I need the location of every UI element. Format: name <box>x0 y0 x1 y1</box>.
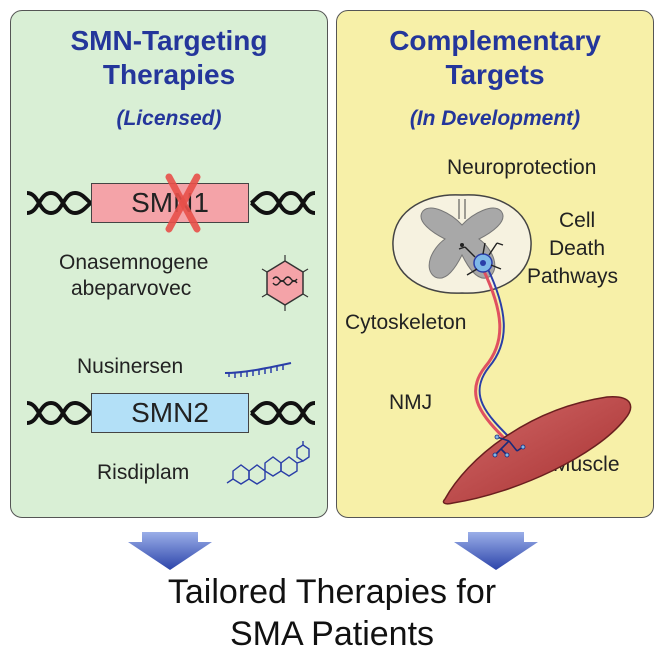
risdiplam-label: Risdiplam <box>97 461 190 484</box>
left-title-line2: Therapies <box>102 59 236 90</box>
neuron-soma <box>458 242 504 276</box>
onasemnogene-label-line1: Onasemnogene <box>59 251 209 274</box>
down-arrow-right-icon <box>454 532 538 570</box>
nusinersen-label: Nusinersen <box>77 355 184 378</box>
onasemnogene-label-line2: abeparvovec <box>71 277 192 300</box>
antisense-oligo-icon <box>224 362 292 378</box>
left-subtitle: (Licensed) <box>116 107 222 130</box>
down-arrow-left-icon <box>128 532 212 570</box>
dna-helix-right-1-icon <box>249 190 316 216</box>
small-molecule-structure-icon <box>226 441 310 485</box>
smn2-gene-box: SMN2 <box>91 393 249 433</box>
dna-helix-left-1-icon <box>26 190 93 216</box>
smn1-gene-box: SMN1 <box>91 183 249 223</box>
left-title-line1: SMN-Targeting <box>70 25 268 56</box>
cell-death-label-line3: Pathways <box>527 265 619 288</box>
cytoskeleton-label: Cytoskeleton <box>345 311 467 334</box>
cross-mark-icon <box>165 173 201 233</box>
dna-helix-right-2-icon <box>249 400 316 426</box>
smn-targeting-panel: SMN-Targeting Therapies (Licensed) SMN1 … <box>10 10 328 518</box>
neuroprotection-label: Neuroprotection <box>447 156 597 179</box>
aav-capsid-icon <box>261 255 309 311</box>
right-subtitle: (In Development) <box>409 107 581 130</box>
nmj-label: NMJ <box>389 391 433 414</box>
footer-line2: SMA Patients <box>229 615 435 653</box>
right-title-line1: Complementary <box>389 25 601 56</box>
footer-line1: Tailored Therapies for <box>167 573 497 611</box>
cell-death-label-line1: Cell <box>559 209 596 232</box>
dna-helix-left-2-icon <box>26 400 93 426</box>
complementary-targets-panel: Complementary Targets (In Development) N… <box>336 10 654 518</box>
motor-neuron-icon <box>458 242 512 443</box>
cell-death-label-line2: Death <box>549 237 606 260</box>
muscle-fiber-icon <box>442 396 632 505</box>
right-title-line2: Targets <box>445 59 545 90</box>
